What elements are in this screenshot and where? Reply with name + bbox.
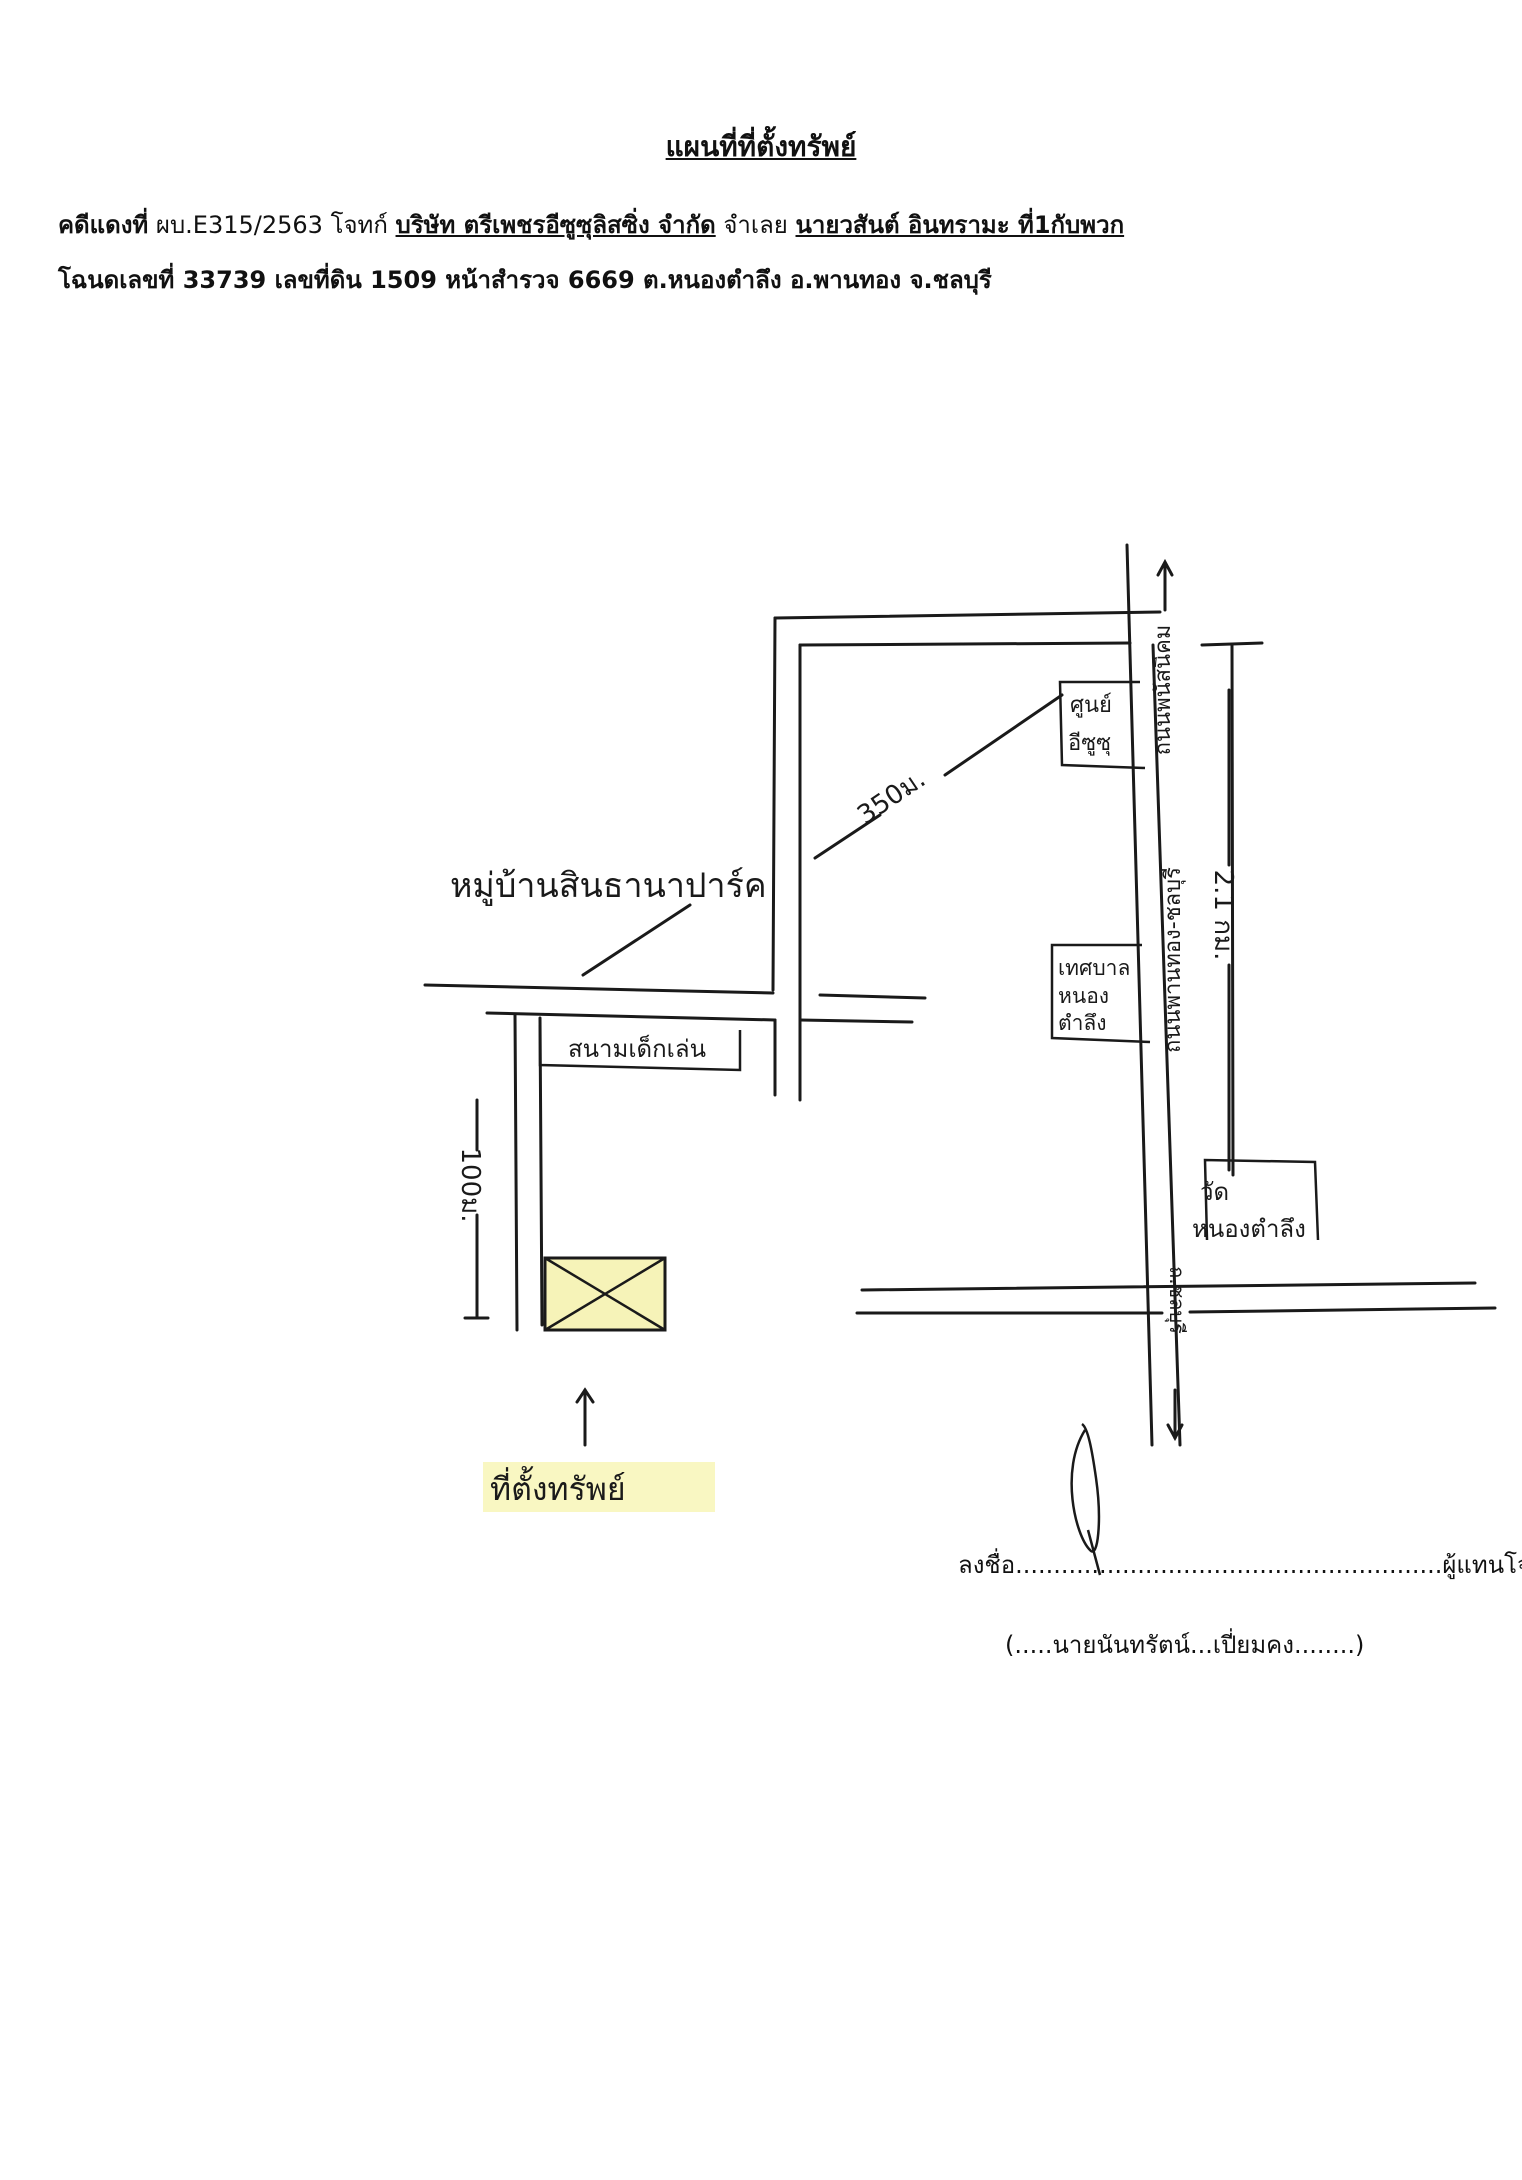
map-arrows <box>575 558 1184 1447</box>
plaintiff-name: บริษัท ตรีเพชรอีซูซุลิสซิ่ง จำกัด <box>395 211 716 239</box>
diagonal-distance-label: 350ม. <box>852 764 931 831</box>
landmark-boxes <box>538 680 1320 1241</box>
playground-box <box>538 1025 742 1072</box>
village-road-top-inner <box>798 641 1132 647</box>
survey-number: 6669 <box>567 266 635 294</box>
property-location-label: ที่ตั้งทรัพย์ <box>490 1466 626 1508</box>
right-road-vertical <box>1230 643 1235 1177</box>
deed-number: 33739 <box>182 266 267 294</box>
village-road-horizontal-bottom-right <box>798 1018 914 1024</box>
village-road-horizontal-bottom <box>485 1011 777 1022</box>
municipality-label-line1: เทศบาล <box>1058 956 1130 980</box>
signature-line: ลงชื่อ..................................… <box>958 1545 1522 1584</box>
isuzu-box <box>1058 680 1146 770</box>
case-number: ผบ.E315/2563 <box>155 211 323 239</box>
survey-label: หน้าสำรวจ <box>445 266 560 294</box>
municipality-label-line2: หนอง <box>1058 984 1109 1008</box>
side-distance-label: 100ม. <box>455 1147 485 1222</box>
land-label: เลขที่ดิน <box>274 266 362 294</box>
village-road-horizontal-top-right <box>818 993 927 1000</box>
sign-label: ลงชื่อ <box>958 1551 1016 1579</box>
road-lower-label: ถ.ชลบุรี <box>1164 1266 1189 1334</box>
signature-scribble <box>1070 1422 1102 1576</box>
isuzu-label-line2: อีซูซุ <box>1068 731 1111 756</box>
diagonal-line-upper <box>943 693 1064 777</box>
diagonal-line-lower <box>581 903 692 977</box>
property-cross-b <box>544 1256 666 1332</box>
temple-box <box>1203 1158 1320 1241</box>
village-road-horizontal-top <box>423 983 775 995</box>
signatory-name-line: (.....นายนันทรัตน์...เปี่ยมคง........) <box>1005 1631 1365 1659</box>
plaintiff-label: โจทก์ <box>330 211 388 239</box>
diagonal-line-middle <box>813 813 882 860</box>
arrow-to-property-head <box>575 1387 595 1404</box>
road-upper-label: ถนนพนัสนิคม <box>1151 625 1176 756</box>
lower-road-top <box>860 1281 1477 1292</box>
defendant-label: จำเลย <box>723 211 788 239</box>
temple-label-line1: วัด <box>1200 1178 1229 1206</box>
road-middle-label: ถนนพานทอง-ชลบุรี <box>1161 867 1186 1053</box>
village-road-top-outer <box>773 610 1162 620</box>
page-title: แผนที่ที่ตั้งทรัพย์ <box>665 130 857 163</box>
deed-info-line: โฉนดเลขที่ 33739 เลขที่ดิน 1509 หน้าสำรว… <box>58 260 1478 299</box>
village-road-left-outer <box>771 616 777 992</box>
property-label-highlight <box>483 1462 715 1512</box>
village-label: หมู่บ้านสินธานาปาร์ค <box>450 866 767 906</box>
lower-road-bottom-right <box>1188 1306 1497 1314</box>
municipality-box <box>1050 943 1151 1044</box>
deed-label: โฉนดเลขที่ <box>58 266 175 294</box>
location-text: ต.หนองตำลึง อ.พานทอง จ.ชลบุรี <box>643 266 992 294</box>
defendant-name: นายวสันต์ อินทรามะ ที่1กับพวก <box>795 211 1125 239</box>
arrow-up-top-head <box>1156 558 1174 577</box>
isuzu-label-line1: ศูนย์ <box>1070 693 1112 718</box>
playground-label: สนามเด็กเล่น <box>568 1034 706 1063</box>
arrow-down-bottom-head <box>1166 1423 1184 1442</box>
side-road-left <box>513 1013 519 1332</box>
sign-role: ผู้แทนโจทก์ <box>1442 1551 1522 1579</box>
right-distance-label: 2.1 กม. <box>1208 870 1238 961</box>
side-road-right <box>538 1016 544 1327</box>
highway-left-edge <box>1125 543 1154 1447</box>
highway-right-edge <box>1151 643 1182 1447</box>
municipality-label-line3: ตำลึง <box>1058 1011 1107 1035</box>
map-roads <box>423 543 1497 1447</box>
temple-label-line2: หนองตำลึง <box>1192 1215 1306 1243</box>
case-info-line: คดีแดงที่ ผบ.E315/2563 โจทก์ บริษัท ตรีเ… <box>58 205 1478 244</box>
signatory-name: นายนันทรัตน์...เปี่ยมคง <box>1052 1631 1294 1659</box>
land-number: 1509 <box>370 266 437 294</box>
case-label: คดีแดงที่ <box>58 211 149 239</box>
